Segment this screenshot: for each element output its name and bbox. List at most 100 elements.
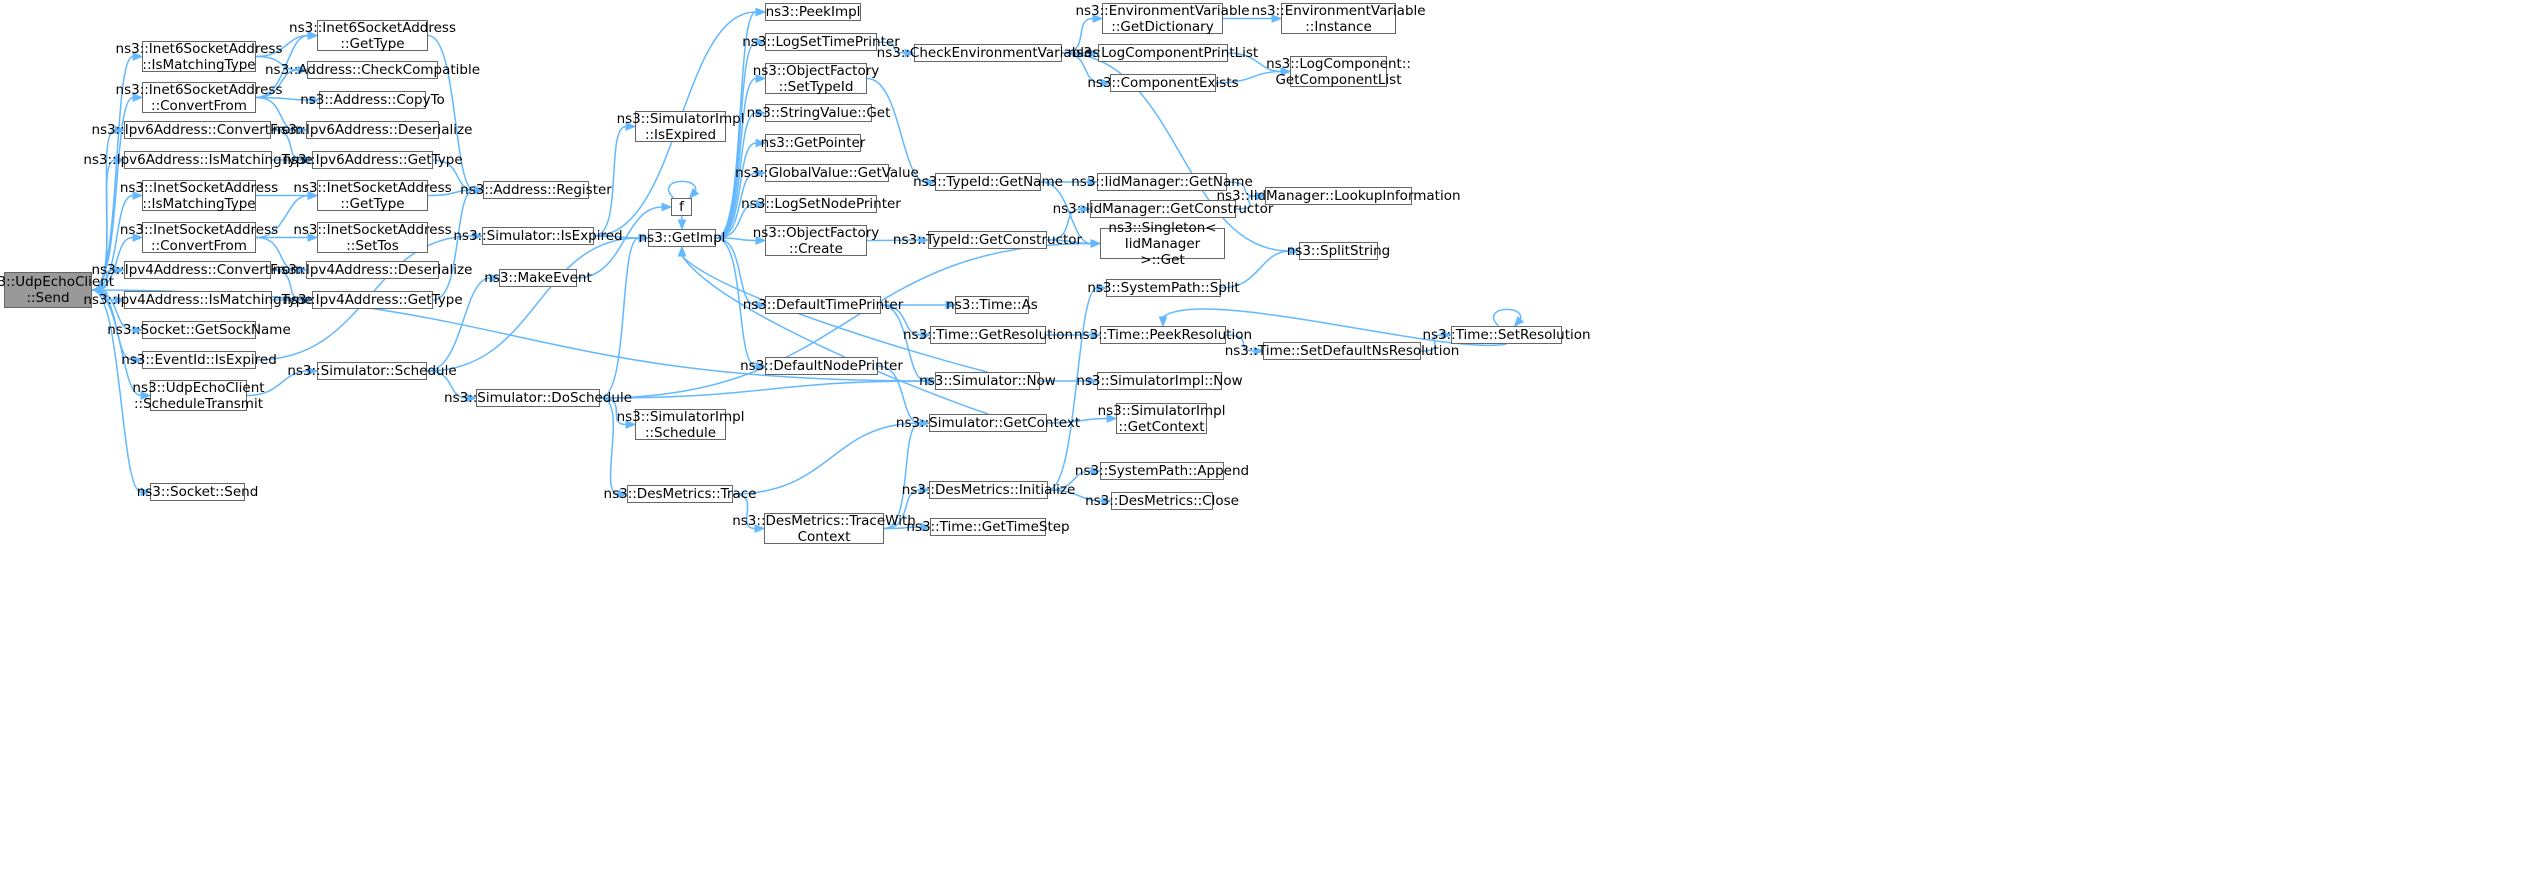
graph-node-ns3-logsetnodeprinter[interactable]: ns3::LogSetNodePrinter (741, 195, 901, 213)
graph-node-ns3-simulator-now[interactable]: ns3::Simulator::Now (919, 372, 1056, 390)
graph-node-ns3-objectfactory-create[interactable]: ns3::ObjectFactory ::Create (752, 224, 880, 257)
call-edge (271, 295, 314, 305)
call-edge (881, 300, 957, 310)
graph-node-ns3-ipv6address-ismatchingtype[interactable]: ns3::Ipv6Address::IsMatchingType (83, 151, 313, 169)
graph-node-ns3-ipv6address-convertfrom[interactable]: ns3::Ipv6Address::ConvertFrom (91, 121, 304, 139)
graph-node-ns3-inetsocketaddress-settos[interactable]: ns3::InetSocketAddress ::SetTos (293, 221, 452, 254)
graph-node-ns3-simulator-getcontext[interactable]: ns3::Simulator::GetContext (895, 414, 1081, 432)
call-edge (593, 122, 637, 237)
call-edge (91, 289, 144, 335)
graph-node-ns3-desmetrics-initialize[interactable]: ns3::DesMetrics::Initialize (901, 481, 1076, 499)
call-edge (715, 199, 767, 239)
call-edge (255, 65, 309, 99)
call-edge (599, 397, 637, 429)
graph-node-ns3-simulatorimpl-getcontext[interactable]: ns3::SimulatorImpl ::GetContext (1097, 402, 1226, 435)
call-edge (715, 74, 767, 239)
graph-node-ns3-simulator-schedule[interactable]: ns3::Simulator::Schedule (287, 362, 457, 380)
graph-node-ns3-desmetrics-close[interactable]: ns3::DesMetrics::Close (1085, 492, 1239, 510)
graph-node-ns3-inetsocketaddress-ismatchingtype[interactable]: ns3::InetSocketAddress ::IsMatchingType (119, 179, 279, 212)
graph-node-ns3-splitstring[interactable]: ns3::SplitString (1286, 242, 1391, 260)
graph-node-ns3-typeid-getconstructor[interactable]: ns3::TypeId::GetConstructor (892, 231, 1083, 249)
graph-node-ns3-time-as[interactable]: ns3::Time::As (946, 296, 1038, 314)
graph-node-ns3-makeevent[interactable]: ns3::MakeEvent (484, 269, 592, 287)
graph-node-f[interactable]: f (671, 198, 692, 216)
graph-node-ns3-inet6socketaddress-ismatchingtype[interactable]: ns3::Inet6SocketAddress ::IsMatchingType (115, 40, 283, 73)
graph-node-ns3-ipv4address-gettype[interactable]: ns3::Ipv4Address::GetType (282, 291, 463, 309)
graph-node-ns3-address-register[interactable]: ns3::Address::Register (460, 181, 612, 199)
graph-node-ns3-ipv4address-ismatchingtype[interactable]: ns3::Ipv4Address::IsMatchingType (83, 291, 313, 309)
call-edge (246, 366, 319, 397)
graph-node-ns3-time-peekresolution[interactable]: ns3::Time::PeekResolution (1073, 326, 1253, 344)
graph-node-ns3-desmetrics-tracewith-context[interactable]: ns3::DesMetrics::TraceWith Context (732, 512, 916, 545)
call-edge (1046, 414, 1118, 424)
graph-node-ns3-udpechoclient-scheduletransmit[interactable]: ns3::UdpEchoClient ::ScheduleTransmit (132, 379, 265, 412)
graph-node-ns3-inetsocketaddress-convertfrom[interactable]: ns3::InetSocketAddress ::ConvertFrom (119, 221, 279, 254)
graph-node-ns3-time-gettimestep[interactable]: ns3::Time::GetTimeStep (906, 518, 1070, 536)
graph-node-ns3-inet6socketaddress-convertfrom[interactable]: ns3::Inet6SocketAddress ::ConvertFrom (115, 81, 283, 114)
graph-node-ns3-address-copyto[interactable]: ns3::Address::CopyTo (300, 91, 445, 109)
graph-node-ns3-time-setresolution[interactable]: ns3::Time::SetResolution (1422, 326, 1591, 344)
graph-node-ns3-singleton-iidmanager-get[interactable]: ns3::Singleton< IidManager >::Get (1100, 220, 1225, 268)
graph-node-ns3-getpointer[interactable]: ns3::GetPointer (760, 134, 866, 152)
graph-node-ns3-logsettimeprinter[interactable]: ns3::LogSetTimePrinter (742, 33, 900, 51)
graph-node-ns3-checkenvironmentvariables[interactable]: ns3::CheckEnvironmentVariables (876, 44, 1100, 62)
graph-node-ns3-getimpl[interactable]: ns3::GetImpl (638, 229, 726, 247)
call-edge (576, 202, 673, 279)
graph-node-ns3-iidmanager-getname[interactable]: ns3::IidManager::GetName (1071, 173, 1253, 191)
call-edge (1047, 466, 1102, 491)
call-edge (255, 191, 319, 239)
graph-node-ns3-inetsocketaddress-gettype[interactable]: ns3::InetSocketAddress ::GetType (293, 179, 452, 212)
graph-node-ns3-logcomponentprintlist[interactable]: ns3::LogComponentPrintList (1067, 44, 1259, 62)
graph-node-ns3-simulatorimpl-now[interactable]: ns3::SimulatorImpl::Now (1076, 372, 1243, 390)
graph-node-ns3-simulatorimpl-isexpired[interactable]: ns3::SimulatorImpl ::IsExpired (616, 110, 745, 143)
call-edge (427, 34, 485, 195)
graph-node-ns3-ipv6address-gettype[interactable]: ns3::Ipv6Address::GetType (282, 151, 463, 169)
graph-node-ns3-peekimpl[interactable]: ns3::PeekImpl (765, 3, 861, 21)
call-edge (677, 215, 687, 231)
call-edge (1040, 376, 1099, 386)
graph-node-ns3-desmetrics-trace[interactable]: ns3::DesMetrics::Trace (603, 485, 757, 503)
call-edge (1492, 308, 1525, 328)
call-edge (599, 397, 629, 499)
graph-node-ns3-socket-send[interactable]: ns3::Socket::Send (136, 483, 259, 501)
graph-node-ns3-simulatorimpl-schedule[interactable]: ns3::SimulatorImpl ::Schedule (616, 408, 745, 441)
graph-node-ns3-ipv6address-deserialize[interactable]: ns3::Ipv6Address::Deserialize (272, 121, 473, 139)
graph-node-ns3-time-getresolution[interactable]: ns3::Time::GetResolution (903, 326, 1074, 344)
call-edge (599, 233, 650, 399)
graph-node-ns3-socket-getsockname[interactable]: ns3::Socket::GetSockName (107, 321, 291, 339)
graph-node-ns3-systempath-split[interactable]: ns3::SystemPath::Split (1087, 279, 1240, 297)
call-edge (715, 237, 767, 310)
call-edge (866, 235, 930, 245)
graph-node-ns3-defaulttimeprinter[interactable]: ns3::DefaultTimePrinter (742, 296, 904, 314)
graph-node-ns3-iidmanager-lookupinformation[interactable]: ns3::IidManager::LookupInformation (1216, 187, 1461, 205)
graph-node-ns3-iidmanager-getconstructor[interactable]: ns3::IidManager::GetConstructor (1052, 200, 1274, 218)
call-edge (1041, 177, 1099, 187)
graph-node-ns3-componentexists[interactable]: ns3::ComponentExists (1087, 74, 1239, 92)
graph-node-ns3-simulator-doschedule[interactable]: ns3::Simulator::DoSchedule (444, 389, 632, 407)
graph-node-ns3-typeid-getname[interactable]: ns3::TypeId::GetName (913, 173, 1063, 191)
call-edge (1220, 246, 1301, 289)
graph-node-ns3-globalvalue-getvalue[interactable]: ns3::GlobalValue::GetValue (735, 164, 919, 182)
graph-node-ns3-logcomponent-getcomponentlist[interactable]: ns3::LogComponent:: GetComponentList (1266, 55, 1411, 88)
graph-node-ns3-stringvalue-get[interactable]: ns3::StringValue::Get (746, 104, 891, 122)
graph-node-ns3-defaultnodeprinter[interactable]: ns3::DefaultNodePrinter (740, 357, 903, 375)
graph-node-ns3-inet6socketaddress-gettype[interactable]: ns3::Inet6SocketAddress ::GetType (289, 19, 456, 52)
graph-node-ns3-ipv4address-convertfrom[interactable]: ns3::Ipv4Address::ConvertFrom (91, 261, 304, 279)
call-edge (1046, 330, 1102, 340)
graph-node-ns3-objectfactory-settypeid[interactable]: ns3::ObjectFactory ::SetTypeId (752, 62, 880, 95)
call-edge (1225, 334, 1265, 356)
graph-node-ns3-simulator-isexpired[interactable]: ns3::Simulator::IsExpired (453, 227, 623, 245)
graph-node-ns3-address-checkcompatible[interactable]: ns3::Address::CheckCompatible (265, 61, 481, 79)
graph-node-ns3-environmentvariable-getdictionary[interactable]: ns3::EnvironmentVariable ::GetDictionary (1075, 2, 1250, 35)
graph-node-ns3-time-setdefaultnsresolution[interactable]: ns3::Time::SetDefaultNsResolution (1224, 342, 1460, 360)
call-edge (91, 289, 152, 497)
graph-node-ns3-systempath-append[interactable]: ns3::SystemPath::Append (1074, 462, 1250, 480)
call-edge (880, 304, 937, 386)
call-edge (883, 522, 932, 532)
graph-node-ns3-ipv4address-deserialize[interactable]: ns3::Ipv4Address::Deserialize (272, 261, 473, 279)
call-edge (876, 41, 916, 58)
graph-node-ns3-environmentvariable-instance[interactable]: ns3::EnvironmentVariable ::Instance (1251, 2, 1426, 35)
graph-node-ns3-eventid-isexpired[interactable]: ns3::EventId::IsExpired (121, 351, 277, 369)
call-edge (1046, 239, 1102, 248)
